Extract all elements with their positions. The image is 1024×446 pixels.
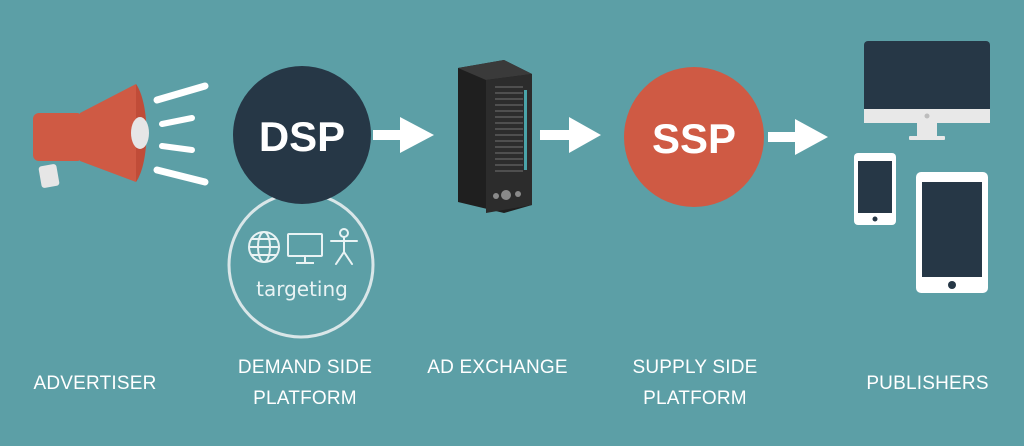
ad-exchange-label-text: AD EXCHANGE (427, 357, 568, 378)
tablet-icon (916, 172, 988, 293)
dsp-label-line2: PLATFORM (253, 388, 357, 409)
arrow-exchange-to-ssp (540, 117, 601, 153)
publishers-label-text: PUBLISHERS (866, 373, 989, 394)
arrow-ssp-to-publishers (768, 119, 828, 155)
ssp-label-line1: SUPPLY SIDE (632, 357, 758, 378)
advertiser-label-text: ADVERTISER (33, 373, 157, 394)
ad-exchange-label: AD EXCHANGE (420, 352, 575, 383)
arrow-dsp-to-exchange (373, 117, 434, 153)
server-icon (458, 60, 532, 213)
dsp-label-line1: DEMAND SIDE (237, 357, 373, 378)
ssp-label: SUPPLY SIDE PLATFORM (615, 352, 775, 414)
globe-icon (248, 231, 280, 263)
ssp-label-line2: PLATFORM (643, 388, 747, 409)
monitor-icon (287, 233, 323, 264)
ssp-circle-text: SSP (652, 115, 736, 162)
megaphone-icon (33, 82, 209, 188)
targeting-circle: targeting (227, 191, 375, 339)
targeting-label: targeting (256, 277, 348, 301)
smartphone-icon (854, 153, 896, 225)
dsp-circle-text: DSP (259, 113, 345, 160)
ssp-circle: SSP (624, 67, 764, 207)
advertiser-label: ADVERTISER (20, 368, 170, 399)
publishers-label: PUBLISHERS (850, 368, 1005, 399)
desktop-monitor-icon (864, 41, 990, 140)
dsp-label: DEMAND SIDE PLATFORM (220, 352, 390, 414)
dsp-circle: DSP (233, 66, 371, 204)
server-vents (495, 86, 527, 172)
person-icon (330, 228, 358, 265)
